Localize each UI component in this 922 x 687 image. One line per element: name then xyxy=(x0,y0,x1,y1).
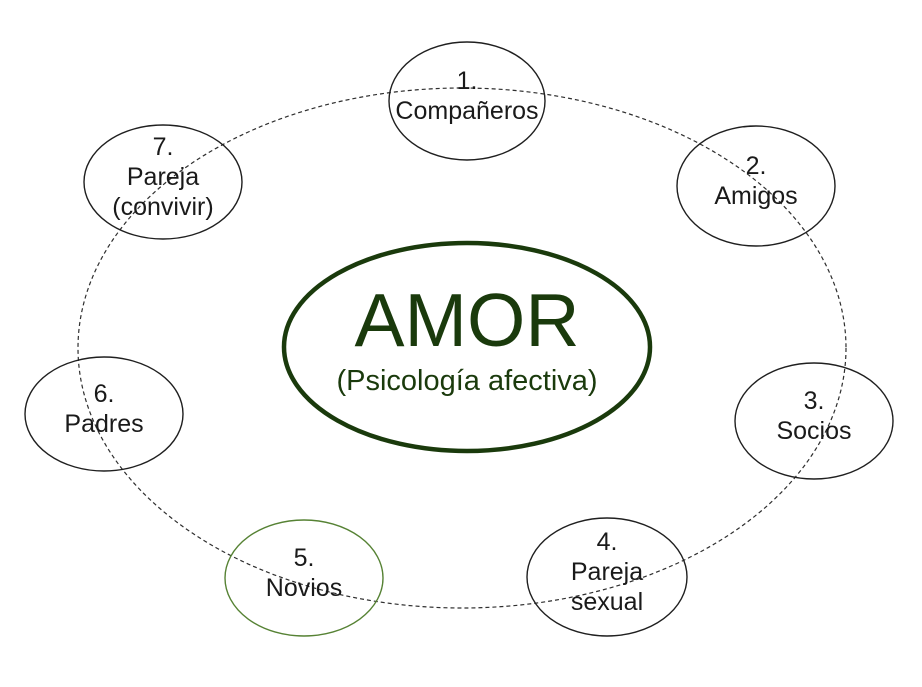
orbit-dashed-ellipse xyxy=(77,87,847,609)
node-socios: 3. Socios xyxy=(734,362,894,480)
center-subtitle: (Psicología afectiva) xyxy=(336,365,597,397)
node-pareja-convivir-ellipse xyxy=(83,124,243,240)
node-pareja-convivir-number: 7. xyxy=(153,133,174,161)
node-amigos-ellipse xyxy=(676,125,836,247)
node-amigos-label: Amigos xyxy=(714,182,797,210)
node-companeros-label: Compañeros xyxy=(395,97,538,125)
node-socios-number: 3. xyxy=(804,387,825,415)
node-padres-label: Padres xyxy=(64,410,143,438)
node-pareja-convivir: 7. Pareja (convivir) xyxy=(83,124,243,240)
node-padres: 6. Padres xyxy=(24,356,184,472)
node-pareja-sexual-ellipse xyxy=(526,517,688,637)
center-node: AMOR (Psicología afectiva) xyxy=(281,240,653,454)
node-pareja-sexual-label-line1: Pareja xyxy=(571,558,643,586)
node-pareja-sexual: 4. Pareja sexual xyxy=(526,517,688,637)
node-amigos: 2. Amigos xyxy=(676,125,836,247)
node-novios-ellipse xyxy=(224,519,384,637)
node-companeros-number: 1. xyxy=(457,67,478,95)
node-novios-label: Novios xyxy=(266,574,342,602)
node-pareja-sexual-number: 4. xyxy=(597,528,618,556)
node-pareja-convivir-label-line1: Pareja xyxy=(127,163,199,191)
node-amigos-number: 2. xyxy=(746,152,767,180)
node-companeros: 1. Compañeros xyxy=(388,41,546,161)
node-companeros-ellipse xyxy=(388,41,546,161)
node-socios-label: Socios xyxy=(776,417,851,445)
center-title: AMOR xyxy=(355,278,580,362)
node-padres-number: 6. xyxy=(94,380,115,408)
node-novios: 5. Novios xyxy=(224,519,384,637)
node-padres-ellipse xyxy=(24,356,184,472)
node-novios-number: 5. xyxy=(294,544,315,572)
node-socios-ellipse xyxy=(734,362,894,480)
node-pareja-convivir-label-line2: (convivir) xyxy=(112,193,213,221)
node-pareja-sexual-label-line2: sexual xyxy=(571,588,643,616)
center-ellipse xyxy=(281,240,653,454)
